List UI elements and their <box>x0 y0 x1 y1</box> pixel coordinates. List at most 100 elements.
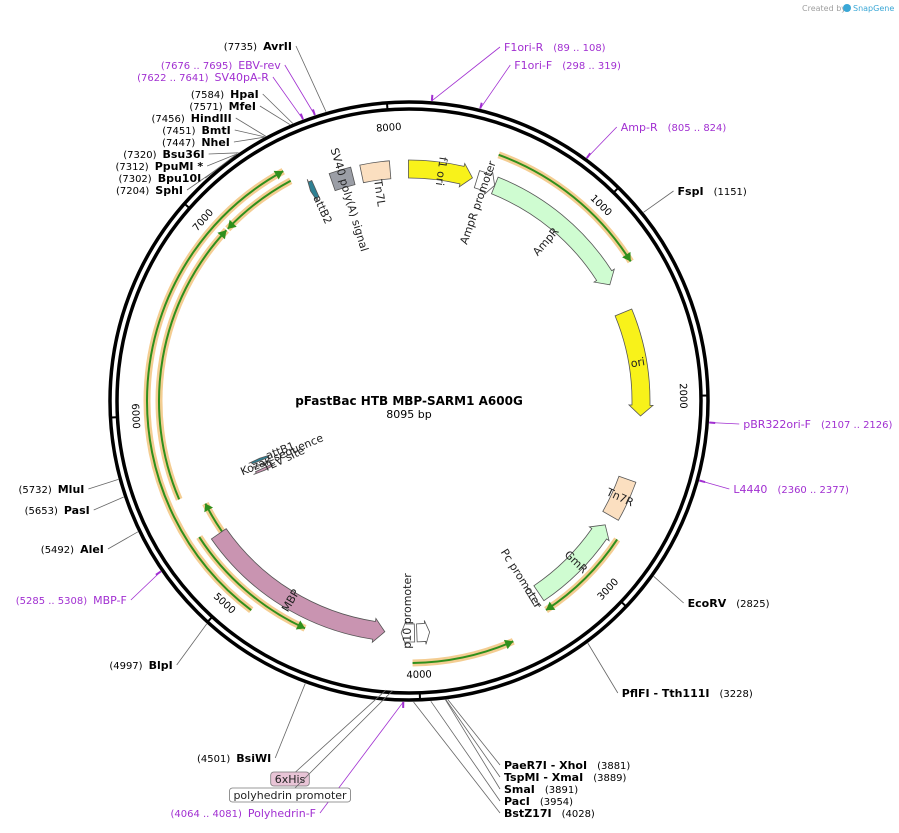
feature-mbp[interactable] <box>210 528 386 644</box>
feature-tev-site[interactable] <box>253 463 276 475</box>
site-leader-line <box>274 683 306 759</box>
site-avrii-name[interactable]: AvrII <box>263 40 292 53</box>
primer-polyhedrin-f-name[interactable]: Polyhedrin-F <box>248 807 316 820</box>
site-fspi-name[interactable]: FspI <box>678 185 704 198</box>
feature-f1-ori[interactable] <box>408 159 473 188</box>
site-bstz17i-name[interactable]: BstZ17I <box>504 807 552 820</box>
site-ecorv-name[interactable]: EcoRV <box>688 597 727 610</box>
site-bmti-name[interactable]: BmtI <box>202 124 231 137</box>
boxed-label-6xhis[interactable]: 6xHis <box>275 773 306 786</box>
primer-amp-r-name[interactable]: Amp-R <box>621 121 658 134</box>
snapgene-logo-icon <box>843 4 851 12</box>
primer-ebv-rev-position: (7676 .. 7695) <box>161 61 233 72</box>
site-mlui-position: (5732) <box>18 485 51 496</box>
primer-f1ori-r-position: (89 .. 108) <box>553 43 605 54</box>
site-ppumi--name[interactable]: PpuMI * <box>155 160 204 173</box>
feature-label-tn7l: Tn7L <box>371 178 388 208</box>
feature-ampr-promoter[interactable] <box>473 170 496 195</box>
site-alei-name[interactable]: AleI <box>80 543 104 556</box>
site-bpu10i-name[interactable]: Bpu10I <box>158 172 202 185</box>
primer-amp-r-position: (805 .. 824) <box>668 123 727 134</box>
site-fspi-position: (1151) <box>714 187 747 198</box>
site-hpai-name[interactable]: HpaI <box>230 88 259 101</box>
orf-line <box>498 153 632 262</box>
site-blpi-position: (4997) <box>109 661 142 672</box>
feature-kozak-sequence[interactable] <box>252 459 271 469</box>
primer-marker <box>155 570 162 576</box>
primer-leader-line <box>586 126 618 159</box>
orf-line <box>158 229 228 500</box>
primer-sv40pa-r-name[interactable]: SV40pA-R <box>215 71 270 84</box>
feature-ori[interactable] <box>614 308 655 417</box>
site-hpai-position: (7584) <box>191 90 224 101</box>
feature-tn7l[interactable] <box>359 160 392 184</box>
primer-leader-line <box>272 76 304 120</box>
site-tspmi-xmai-name[interactable]: TspMI - XmaI <box>504 771 583 784</box>
feature-attb1[interactable] <box>248 454 272 465</box>
site-paci-name[interactable]: PacI <box>504 795 530 808</box>
site-leader-line <box>445 699 501 778</box>
label-layer: AvrII(7735)HpaI(7584)MfeI(7571)HindIII(7… <box>16 40 893 820</box>
feature-tn7r[interactable] <box>602 475 637 521</box>
feature-ampr[interactable] <box>490 176 615 286</box>
site-leader-line <box>234 129 265 138</box>
primer-f1ori-r-name[interactable]: F1ori-R <box>504 41 544 54</box>
feature-unnamed-feature[interactable] <box>416 620 431 645</box>
brand-label: SnapGene <box>853 4 894 13</box>
site-nhei-name[interactable]: NheI <box>201 136 230 149</box>
feature-label-sv40-poly-a-signal: SV40 poly(A) signal <box>328 146 371 253</box>
tick-label: 2000 <box>677 383 688 409</box>
primer-l4440-name[interactable]: L4440 <box>733 483 767 496</box>
site-pflfi-tth111i-name[interactable]: PflFI - Tth111I <box>622 687 710 700</box>
site-bsiwi-name[interactable]: BsiWI <box>236 752 271 765</box>
site-leader-line <box>176 623 208 666</box>
feature-sv40-poly-a-signal[interactable] <box>328 166 356 192</box>
feature-attb2[interactable] <box>306 179 320 202</box>
site-leader-line <box>587 642 619 694</box>
site-mfei-name[interactable]: MfeI <box>229 100 256 113</box>
feature-p10-promoter[interactable] <box>400 620 416 646</box>
site-bsu36i-position: (7320) <box>123 150 156 161</box>
site-leader-line <box>643 190 674 213</box>
feature-pc-promoter[interactable] <box>524 586 541 608</box>
primer-marker <box>585 152 592 159</box>
primer-marker <box>479 102 483 109</box>
feature-label-pc-promoter: Pc promoter <box>498 547 545 611</box>
primer-marker <box>311 109 316 116</box>
site-bsu36i-name[interactable]: Bsu36I <box>162 148 204 161</box>
site-blpi-name[interactable]: BlpI <box>149 659 173 672</box>
orf-arrowhead <box>295 620 306 630</box>
tick-mark <box>182 202 192 210</box>
feature-label-ampr: AmpR <box>530 225 562 259</box>
site-mlui-name[interactable]: MluI <box>58 483 85 496</box>
primer-pbr322ori-f-name[interactable]: pBR322ori-F <box>743 418 811 431</box>
orf-band <box>155 227 229 501</box>
primer-f1ori-f-name[interactable]: F1ori-F <box>514 59 552 72</box>
site-leader-line <box>295 45 327 112</box>
orf-arrowhead <box>227 219 237 229</box>
site-tspmi-xmai-position: (3889) <box>593 773 626 784</box>
tick-mark <box>385 101 389 111</box>
site-paer7i-xhoi-name[interactable]: PaeR7I - XhoI <box>504 759 587 772</box>
site-smai-name[interactable]: SmaI <box>504 783 535 796</box>
primer-f1ori-f-position: (298 .. 319) <box>562 61 621 72</box>
site-leader-line <box>430 700 501 802</box>
primer-leader-line <box>431 46 501 102</box>
site-leader-line <box>107 531 139 550</box>
site-ecorv-position: (2825) <box>736 599 769 610</box>
boxed-label-polyhedrin-promoter[interactable]: polyhedrin promoter <box>233 789 347 802</box>
tick-mark <box>619 600 628 608</box>
site-hindiii-name[interactable]: HindIII <box>191 112 232 125</box>
primer-pbr322ori-f-position: (2107 .. 2126) <box>821 420 893 431</box>
plasmid-name: pFastBac HTB MBP-SARM1 A600G <box>295 394 523 408</box>
feature-gmr[interactable] <box>533 524 610 602</box>
orf-line <box>198 536 306 630</box>
primer-mbp-f-name[interactable]: MBP-F <box>93 594 127 607</box>
primer-leader-line <box>130 571 162 601</box>
boxed-label-polyhedrin-promoter-box <box>229 787 351 803</box>
primer-ebv-rev-name[interactable]: EBV-rev <box>238 59 281 72</box>
site-leader-line <box>233 136 264 143</box>
site-pasi-name[interactable]: PasI <box>64 504 90 517</box>
site-sphi-name[interactable]: SphI <box>155 184 183 197</box>
site-leader-line <box>88 478 119 490</box>
